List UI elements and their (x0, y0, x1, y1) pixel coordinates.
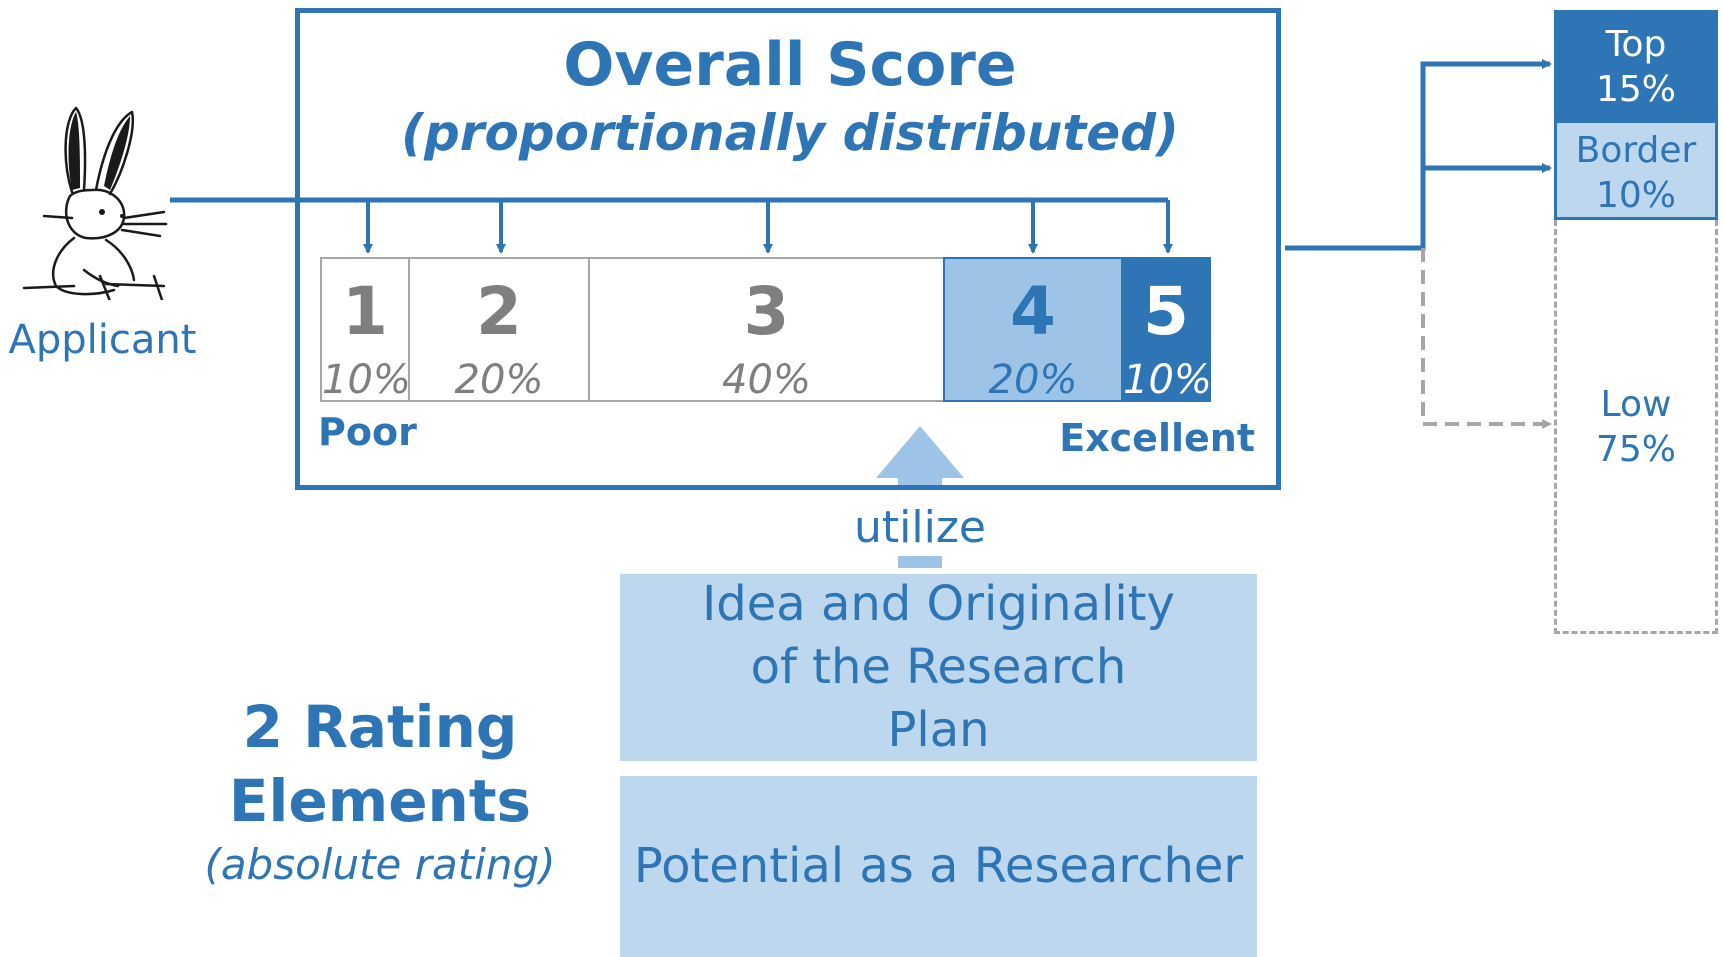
outcome-label: Low (1600, 384, 1672, 425)
overall-score-title: Overall Score (563, 30, 1017, 100)
outcome-label: Top (1605, 24, 1667, 65)
score-cell-3: 3 40% (588, 257, 945, 402)
outcome-border: Border 10% (1554, 120, 1718, 220)
rating-element-label: Potential as a Researcher (633, 838, 1244, 894)
rating-element-label: Idea and Originality of the Research Pla… (702, 576, 1175, 758)
score-cell-1: 1 10% (320, 257, 411, 403)
score-percent: 20% (988, 357, 1078, 403)
rating-elements-heading: 2 Rating Elements (228, 693, 532, 835)
score-percent: 20% (454, 357, 544, 403)
score-number: 5 (1143, 273, 1189, 350)
outcome-label: Border (1575, 130, 1697, 171)
utilize-arrow (876, 426, 964, 568)
score-cell-2: 2 20% (408, 257, 590, 402)
outcome-low-arrow (1421, 248, 1552, 429)
scale-low-label: Poor (318, 410, 417, 454)
overall-score-box (295, 8, 1281, 490)
outcome-connector (1285, 59, 1552, 251)
outcome-top: Top 15% (1554, 10, 1718, 120)
rating-element-idea-originality: Idea and Originality of the Research Pla… (620, 574, 1257, 761)
scale-high-label: Excellent (1059, 416, 1255, 460)
score-percent: 10% (1123, 357, 1212, 403)
rating-element-potential: Potential as a Researcher (620, 776, 1257, 957)
score-number: 2 (476, 273, 522, 350)
score-number: 3 (743, 273, 790, 350)
rabbit-writing-icon (22, 106, 168, 300)
outcome-percent: 10% (1595, 175, 1676, 216)
overall-score-subtitle: (proportionally distributed) (401, 104, 1179, 162)
score-number: 4 (1010, 273, 1056, 350)
rating-elements-subheading: (absolute rating) (204, 840, 556, 889)
applicant-label: Applicant (8, 317, 197, 363)
utilize-label: utilize (854, 502, 986, 553)
outcome-low: Low 75% (1554, 220, 1718, 634)
score-percent: 10% (322, 357, 411, 403)
score-cell-4: 4 20% (943, 257, 1123, 402)
score-cell-5: 5 10% (1121, 257, 1212, 403)
score-number: 1 (342, 273, 388, 350)
score-percent: 40% (722, 357, 811, 403)
outcome-percent: 15% (1595, 69, 1676, 110)
outcome-percent: 75% (1595, 429, 1676, 470)
